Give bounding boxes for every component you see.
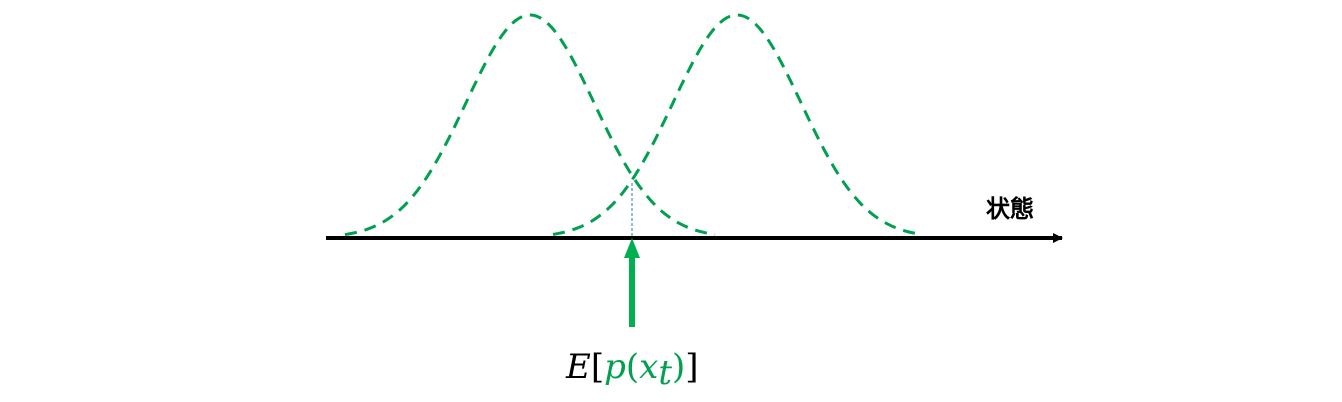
formula-close-paren: ) [672,347,685,387]
formula-open-paren: ( [626,347,639,387]
expectation-arrow-head [624,238,640,258]
expectation-formula: E[p(xt)] [565,347,699,393]
formula-close-bracket: ] [685,347,698,387]
left-distribution-curve [344,13,716,237]
right-distribution-curve [552,13,922,236]
formula-open-bracket: [ [591,347,604,387]
axis-label: 状態 [986,195,1034,223]
formula-subscript: t [658,353,672,393]
formula-operator: E [565,347,591,387]
formula-variable: x [639,347,658,387]
formula-function: p [604,347,626,387]
